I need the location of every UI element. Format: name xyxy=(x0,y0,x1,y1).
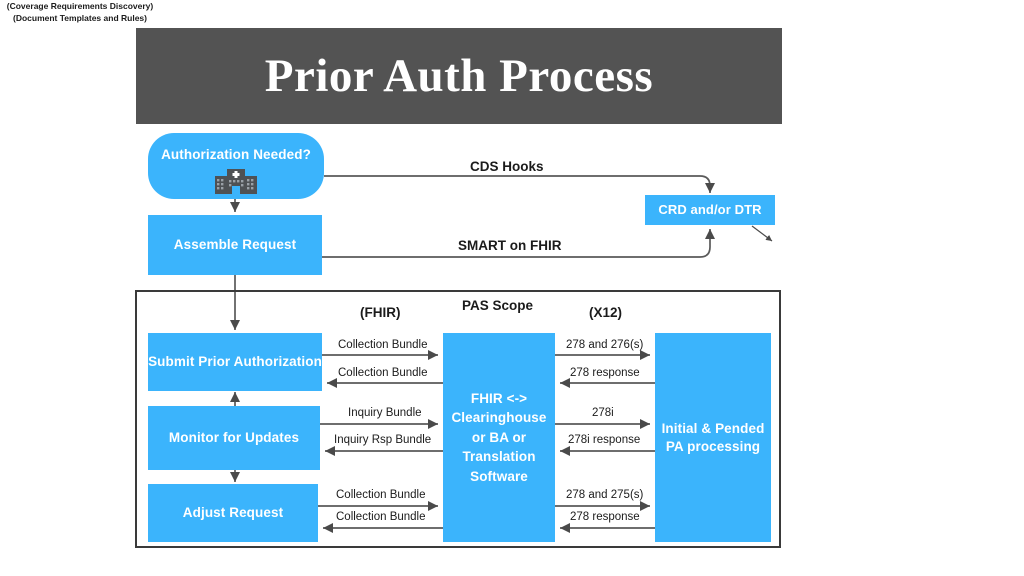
node-pa-processing[interactable]: Initial & Pended PA processing xyxy=(655,333,771,542)
crd-dtr-annotation: (Coverage Requirements Discovery) (Docum… xyxy=(0,0,160,25)
crd-dtr-annotation-line2: (Document Templates and Rules) xyxy=(13,13,147,24)
node-submit-prior-authorization-label: Submit Prior Authorization xyxy=(148,354,322,370)
node-crd-dtr[interactable]: CRD and/or DTR xyxy=(645,195,775,225)
edge-label-monitor-inquiry-bundle: Inquiry Bundle xyxy=(348,407,422,419)
node-pa-processing-label: Initial & Pended PA processing xyxy=(661,420,765,454)
scope-label-pas: PAS Scope xyxy=(462,298,534,313)
node-adjust-request-label: Adjust Request xyxy=(182,505,284,521)
pas-scope-frame xyxy=(135,290,781,548)
edge-label-adjust-collection-bundle-in: Collection Bundle xyxy=(336,511,426,523)
edge-label-monitor-inquiry-rsp-bundle: Inquiry Rsp Bundle xyxy=(334,434,432,446)
edge-label-smart-on-fhir: SMART on FHIR xyxy=(458,238,562,253)
node-translation-software-label: FHIR <-> Clearinghouse or BA or Translat… xyxy=(451,390,547,484)
node-translation-software[interactable]: FHIR <-> Clearinghouse or BA or Translat… xyxy=(443,333,555,542)
node-adjust-request[interactable]: Adjust Request xyxy=(148,484,318,542)
node-authorization-needed[interactable]: Authorization Needed? xyxy=(148,133,324,199)
edge-label-278-response-submit: 278 response xyxy=(570,367,640,379)
hospital-icon xyxy=(215,169,257,194)
crd-dtr-annotation-line1: (Coverage Requirements Discovery) xyxy=(6,1,154,11)
edge-label-278-and-275s: 278 and 275(s) xyxy=(566,489,644,501)
node-submit-prior-authorization[interactable]: Submit Prior Authorization xyxy=(148,333,322,391)
page-title: Prior Auth Process xyxy=(264,50,654,102)
title-banner: Prior Auth Process xyxy=(136,28,782,124)
node-crd-dtr-label: CRD and/or DTR xyxy=(658,202,762,218)
edge-label-adjust-collection-bundle-out: Collection Bundle xyxy=(336,489,426,501)
node-monitor-for-updates[interactable]: Monitor for Updates xyxy=(148,406,320,470)
column-label-fhir: (FHIR) xyxy=(360,305,401,320)
edge-label-cds-hooks: CDS Hooks xyxy=(470,159,544,174)
node-assemble-request[interactable]: Assemble Request xyxy=(148,215,322,275)
edge-label-278-response-adjust: 278 response xyxy=(570,511,640,523)
node-assemble-request-label: Assemble Request xyxy=(173,237,297,253)
node-monitor-for-updates-label: Monitor for Updates xyxy=(168,430,300,446)
edge-label-278i-response: 278i response xyxy=(568,434,641,446)
edge-label-submit-collection-bundle-out: Collection Bundle xyxy=(338,339,428,351)
column-label-x12: (X12) xyxy=(589,305,623,320)
edge-label-278-and-276s: 278 and 276(s) xyxy=(566,339,644,351)
edge-label-278i: 278i xyxy=(592,407,614,419)
edge-label-submit-collection-bundle-in: Collection Bundle xyxy=(338,367,428,379)
node-authorization-needed-label: Authorization Needed? xyxy=(161,147,311,162)
